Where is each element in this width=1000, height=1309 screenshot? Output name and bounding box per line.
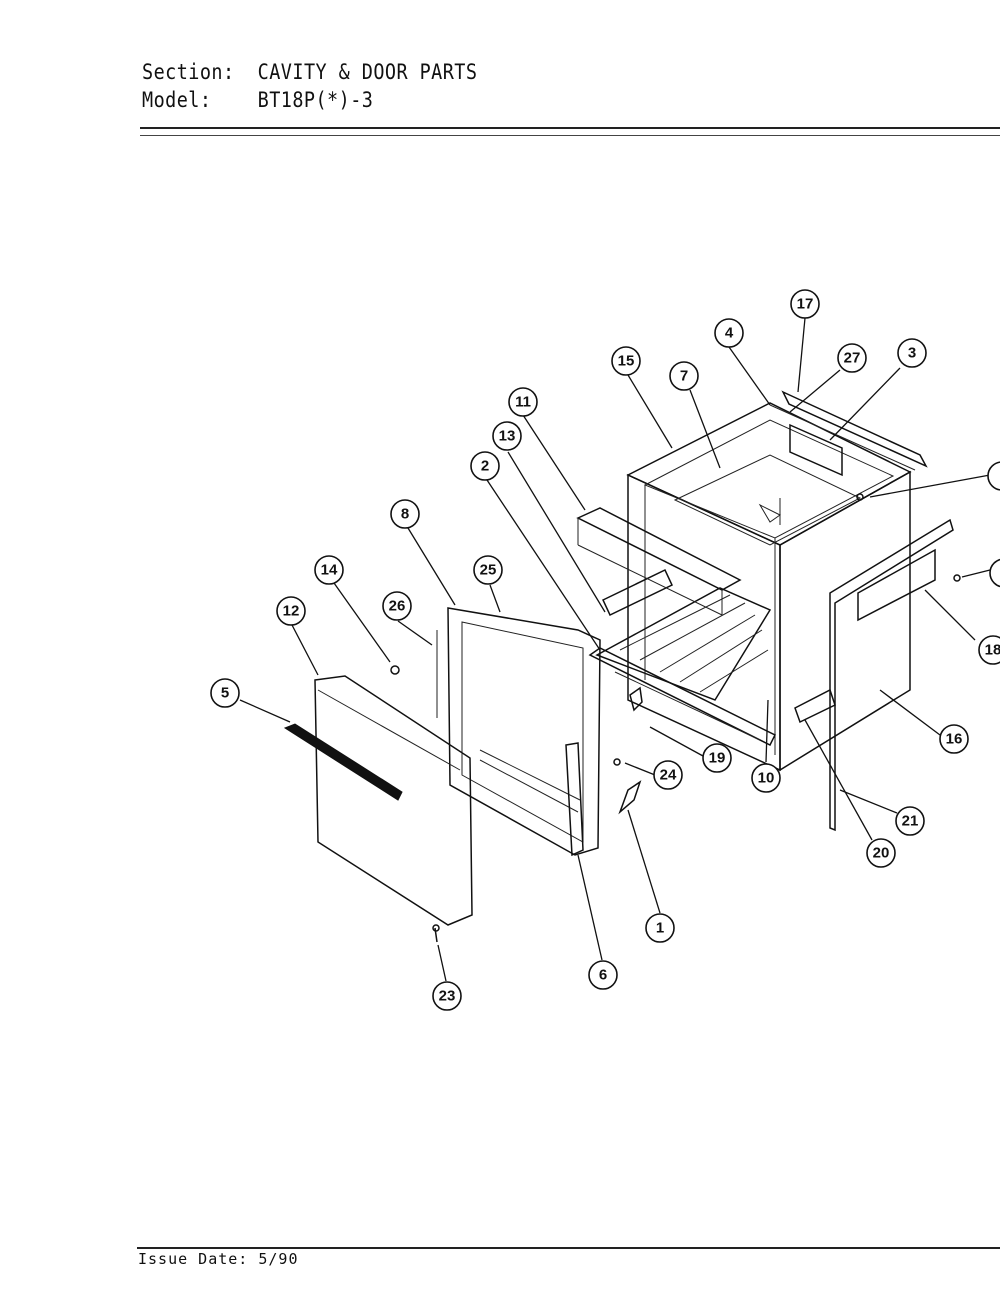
section-heading: Section: CAVITY & DOOR PARTS bbox=[142, 60, 477, 84]
model-heading: Model: BT18P(*)-3 bbox=[142, 88, 373, 112]
section-label: Section: bbox=[142, 60, 235, 84]
door-handle bbox=[283, 723, 403, 801]
door-hinge bbox=[565, 742, 584, 857]
svg-text:14: 14 bbox=[321, 562, 338, 579]
svg-text:20: 20 bbox=[873, 845, 890, 862]
callout-27: 27 bbox=[837, 343, 867, 373]
callout-23: 23 bbox=[432, 981, 462, 1011]
svg-text:12: 12 bbox=[283, 603, 300, 620]
svg-text:24: 24 bbox=[660, 767, 677, 784]
callout-1: 1 bbox=[645, 913, 675, 943]
svg-text:17: 17 bbox=[797, 296, 814, 313]
header-divider bbox=[140, 127, 1000, 129]
callout-18: 18 bbox=[978, 635, 1000, 665]
outer-door bbox=[314, 675, 473, 926]
door-liner bbox=[436, 607, 601, 856]
callout-10: 10 bbox=[751, 763, 781, 793]
callout-14: 14 bbox=[314, 555, 344, 585]
svg-text:23: 23 bbox=[439, 988, 456, 1005]
callout-7: 7 bbox=[669, 361, 699, 391]
svg-text:26: 26 bbox=[389, 598, 406, 615]
svg-text:6: 6 bbox=[599, 967, 607, 984]
callout-20: 20 bbox=[866, 838, 896, 868]
section-title: CAVITY & DOOR PARTS bbox=[257, 60, 478, 84]
svg-text:10: 10 bbox=[758, 770, 775, 787]
callout-19: 19 bbox=[702, 743, 732, 773]
svg-text:16: 16 bbox=[946, 731, 963, 748]
svg-text:5: 5 bbox=[221, 685, 229, 702]
callout-8: 8 bbox=[390, 499, 420, 529]
oven-cavity bbox=[626, 402, 912, 772]
callout-16: 16 bbox=[939, 724, 969, 754]
svg-text:18: 18 bbox=[985, 642, 1000, 659]
svg-text:2: 2 bbox=[481, 458, 489, 475]
small-hardware bbox=[390, 493, 961, 943]
oven-rack bbox=[595, 568, 772, 701]
footer-divider bbox=[137, 1247, 1000, 1249]
callout-17: 17 bbox=[790, 289, 820, 319]
svg-text:27: 27 bbox=[844, 350, 861, 367]
leader-lines bbox=[239, 317, 991, 982]
callout-6: 6 bbox=[588, 960, 618, 990]
svg-text:25: 25 bbox=[480, 562, 497, 579]
svg-text:7: 7 bbox=[680, 368, 688, 385]
callout-26: 26 bbox=[382, 591, 412, 621]
callout-13: 13 bbox=[492, 421, 522, 451]
burner-bracket bbox=[576, 507, 742, 616]
side-panel bbox=[829, 518, 954, 832]
svg-text:8: 8 bbox=[401, 506, 409, 523]
callout-25: 25 bbox=[473, 555, 503, 585]
svg-text:19: 19 bbox=[709, 750, 726, 767]
svg-text:4: 4 bbox=[725, 325, 734, 342]
callout-partial-top bbox=[987, 461, 1000, 491]
callout-15: 15 bbox=[611, 346, 641, 376]
callout-5: 5 bbox=[210, 678, 240, 708]
front-frame bbox=[588, 647, 777, 747]
header-divider-thin bbox=[140, 135, 1000, 136]
issue-date: Issue Date: 5/90 bbox=[138, 1250, 299, 1268]
callout-21: 21 bbox=[895, 806, 925, 836]
issue-date-label: Issue Date: bbox=[138, 1250, 249, 1268]
svg-text:13: 13 bbox=[499, 428, 516, 445]
svg-text:11: 11 bbox=[515, 394, 531, 411]
callout-2: 2 bbox=[470, 451, 500, 481]
model-number: BT18P(*)-3 bbox=[257, 88, 374, 112]
callout-3: 3 bbox=[897, 338, 927, 368]
callout-4: 4 bbox=[714, 318, 744, 348]
callout-12: 12 bbox=[276, 596, 306, 626]
svg-text:15: 15 bbox=[618, 353, 635, 370]
top-brackets bbox=[769, 390, 928, 477]
svg-text:3: 3 bbox=[908, 345, 916, 362]
callout-partial-mid bbox=[989, 558, 1000, 588]
callout-24: 24 bbox=[653, 760, 683, 790]
callout-11: 11 bbox=[508, 387, 538, 417]
svg-text:21: 21 bbox=[902, 813, 919, 830]
issue-date-value: 5/90 bbox=[258, 1250, 299, 1268]
model-label: Model: bbox=[142, 88, 212, 112]
svg-text:1: 1 bbox=[656, 920, 664, 937]
